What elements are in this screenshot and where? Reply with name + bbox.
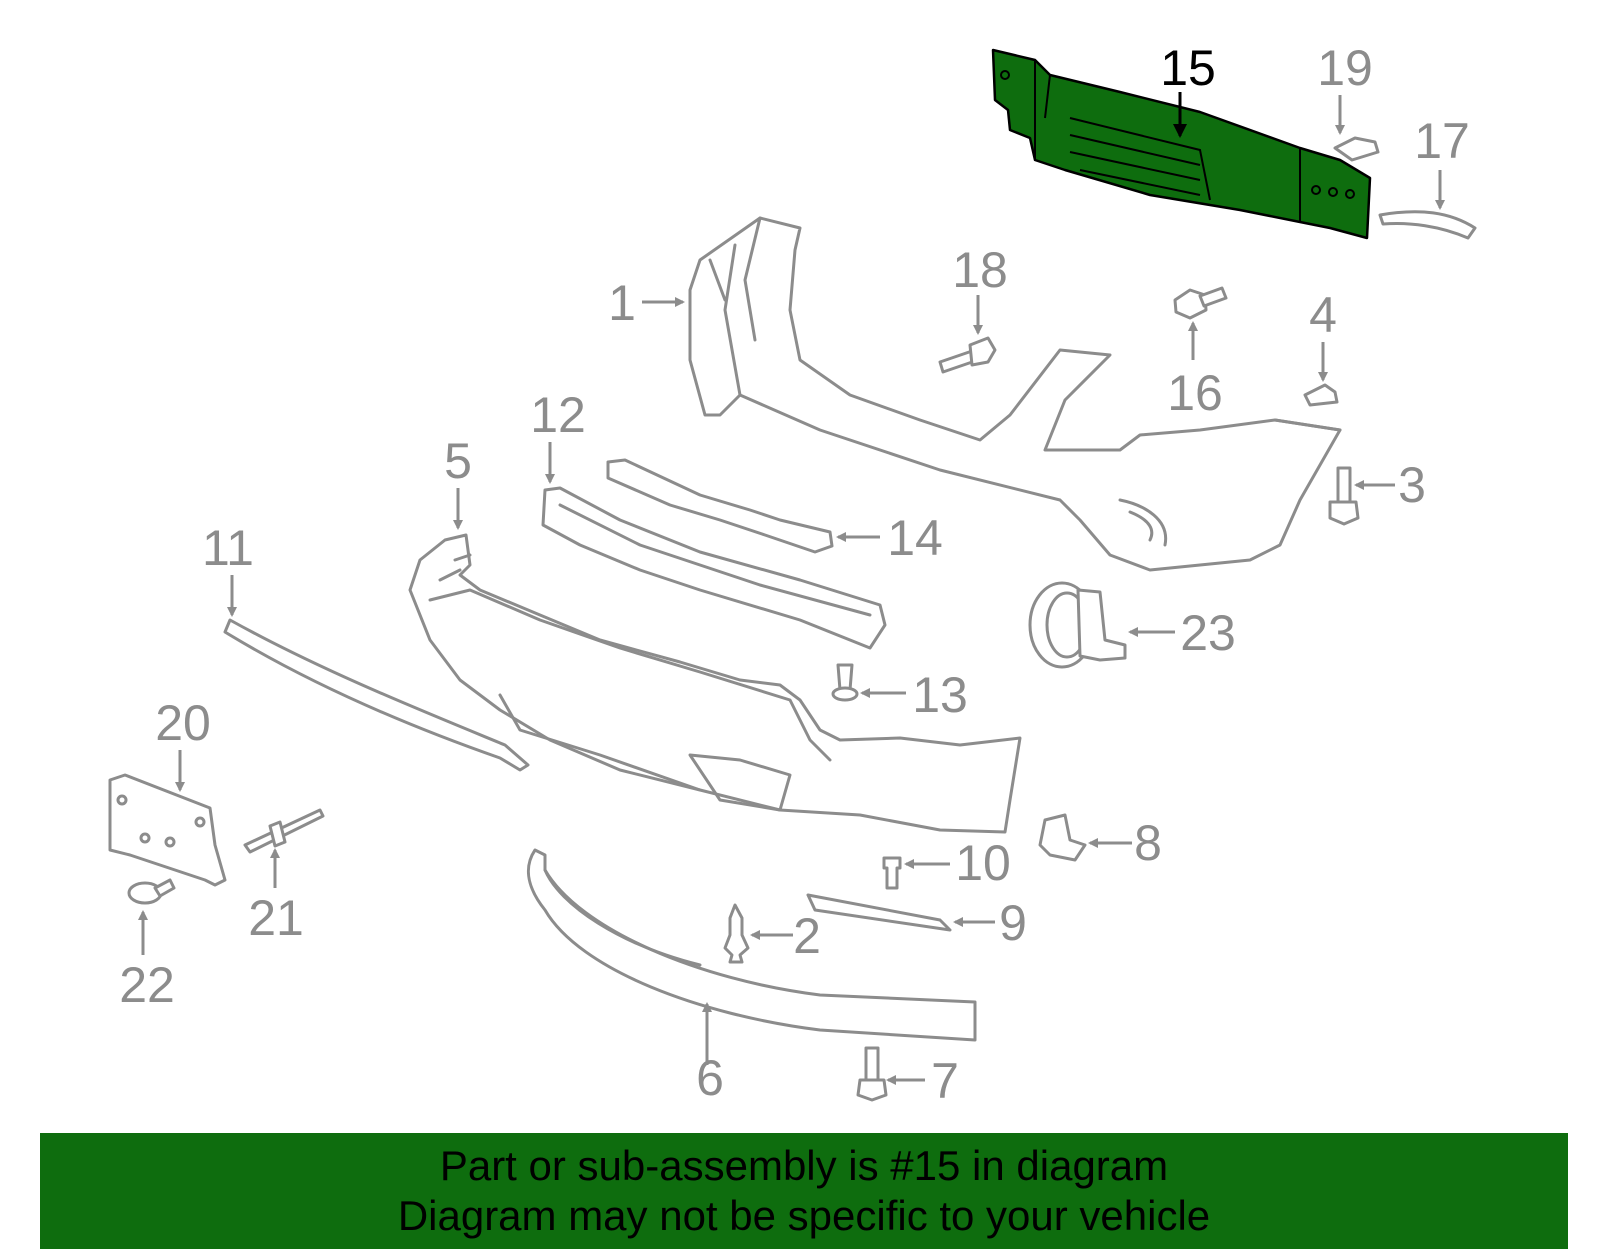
callout-6: 6: [696, 1050, 724, 1106]
callout-19: 19: [1317, 40, 1373, 96]
callout-15: 15: [1160, 40, 1216, 96]
banner-part-line: Part or sub-assembly is #15 in diagram: [439, 1142, 1169, 1189]
part-19-clip[interactable]: [1333, 136, 1380, 162]
callout-9: 9: [999, 895, 1027, 951]
part-4-clip[interactable]: [1303, 383, 1339, 407]
part-23-fog-bracket[interactable]: [1028, 581, 1127, 669]
callout-14: 14: [887, 510, 943, 566]
part-12-absorber[interactable]: [541, 486, 887, 650]
callout-18: 18: [952, 242, 1008, 298]
callout-16: 16: [1167, 365, 1223, 421]
part-16-bolt[interactable]: [1173, 286, 1228, 320]
part-20-license-bracket[interactable]: [108, 773, 227, 887]
part-15-reinforcement[interactable]: [991, 48, 1372, 240]
part-6-deflector[interactable]: [526, 848, 977, 1042]
part-14-absorber[interactable]: [606, 458, 834, 554]
callout-7: 7: [931, 1053, 959, 1109]
callout-8: 8: [1134, 815, 1162, 871]
callout-4: 4: [1309, 287, 1337, 343]
leader-arrows: [138, 92, 1445, 1085]
part-18-bolt[interactable]: [938, 336, 997, 374]
part-11-moulding[interactable]: [223, 618, 530, 772]
callout-labels: 15 19 17 1 18 16 4 3 12 5 11 14 23 13 20…: [119, 40, 1470, 1109]
callout-21: 21: [248, 890, 304, 946]
callout-10: 10: [955, 835, 1011, 891]
part-3-bolt[interactable]: [1328, 466, 1360, 526]
callout-13: 13: [912, 667, 968, 723]
callout-2: 2: [793, 908, 821, 964]
callout-23: 23: [1180, 605, 1236, 661]
part-1-bumper-cover[interactable]: [688, 216, 1342, 572]
part-5-lower-fascia[interactable]: [408, 533, 1022, 834]
part-8-clip[interactable]: [1038, 813, 1087, 862]
part-13-pin[interactable]: [831, 663, 859, 702]
info-banner: Part or sub-assembly is #15 in diagram D…: [40, 1133, 1568, 1249]
part-17-strip[interactable]: [1378, 210, 1477, 240]
callout-11: 11: [202, 520, 254, 576]
part-22-push-pin[interactable]: [127, 878, 176, 905]
callout-12: 12: [530, 387, 586, 443]
callout-22: 22: [119, 957, 175, 1013]
part-10-rivet[interactable]: [882, 856, 902, 890]
part-21-push-pin[interactable]: [243, 808, 325, 854]
banner-disclaimer-line: Diagram may not be specific to your vehi…: [397, 1192, 1211, 1239]
callout-5: 5: [444, 433, 472, 489]
part-2-push-clip[interactable]: [723, 903, 750, 964]
part-7-bolt[interactable]: [856, 1046, 888, 1102]
callout-20: 20: [155, 695, 211, 751]
part-9-strip[interactable]: [806, 893, 952, 932]
callout-17: 17: [1414, 113, 1470, 169]
callout-3: 3: [1398, 457, 1426, 513]
callout-1: 1: [608, 275, 636, 331]
